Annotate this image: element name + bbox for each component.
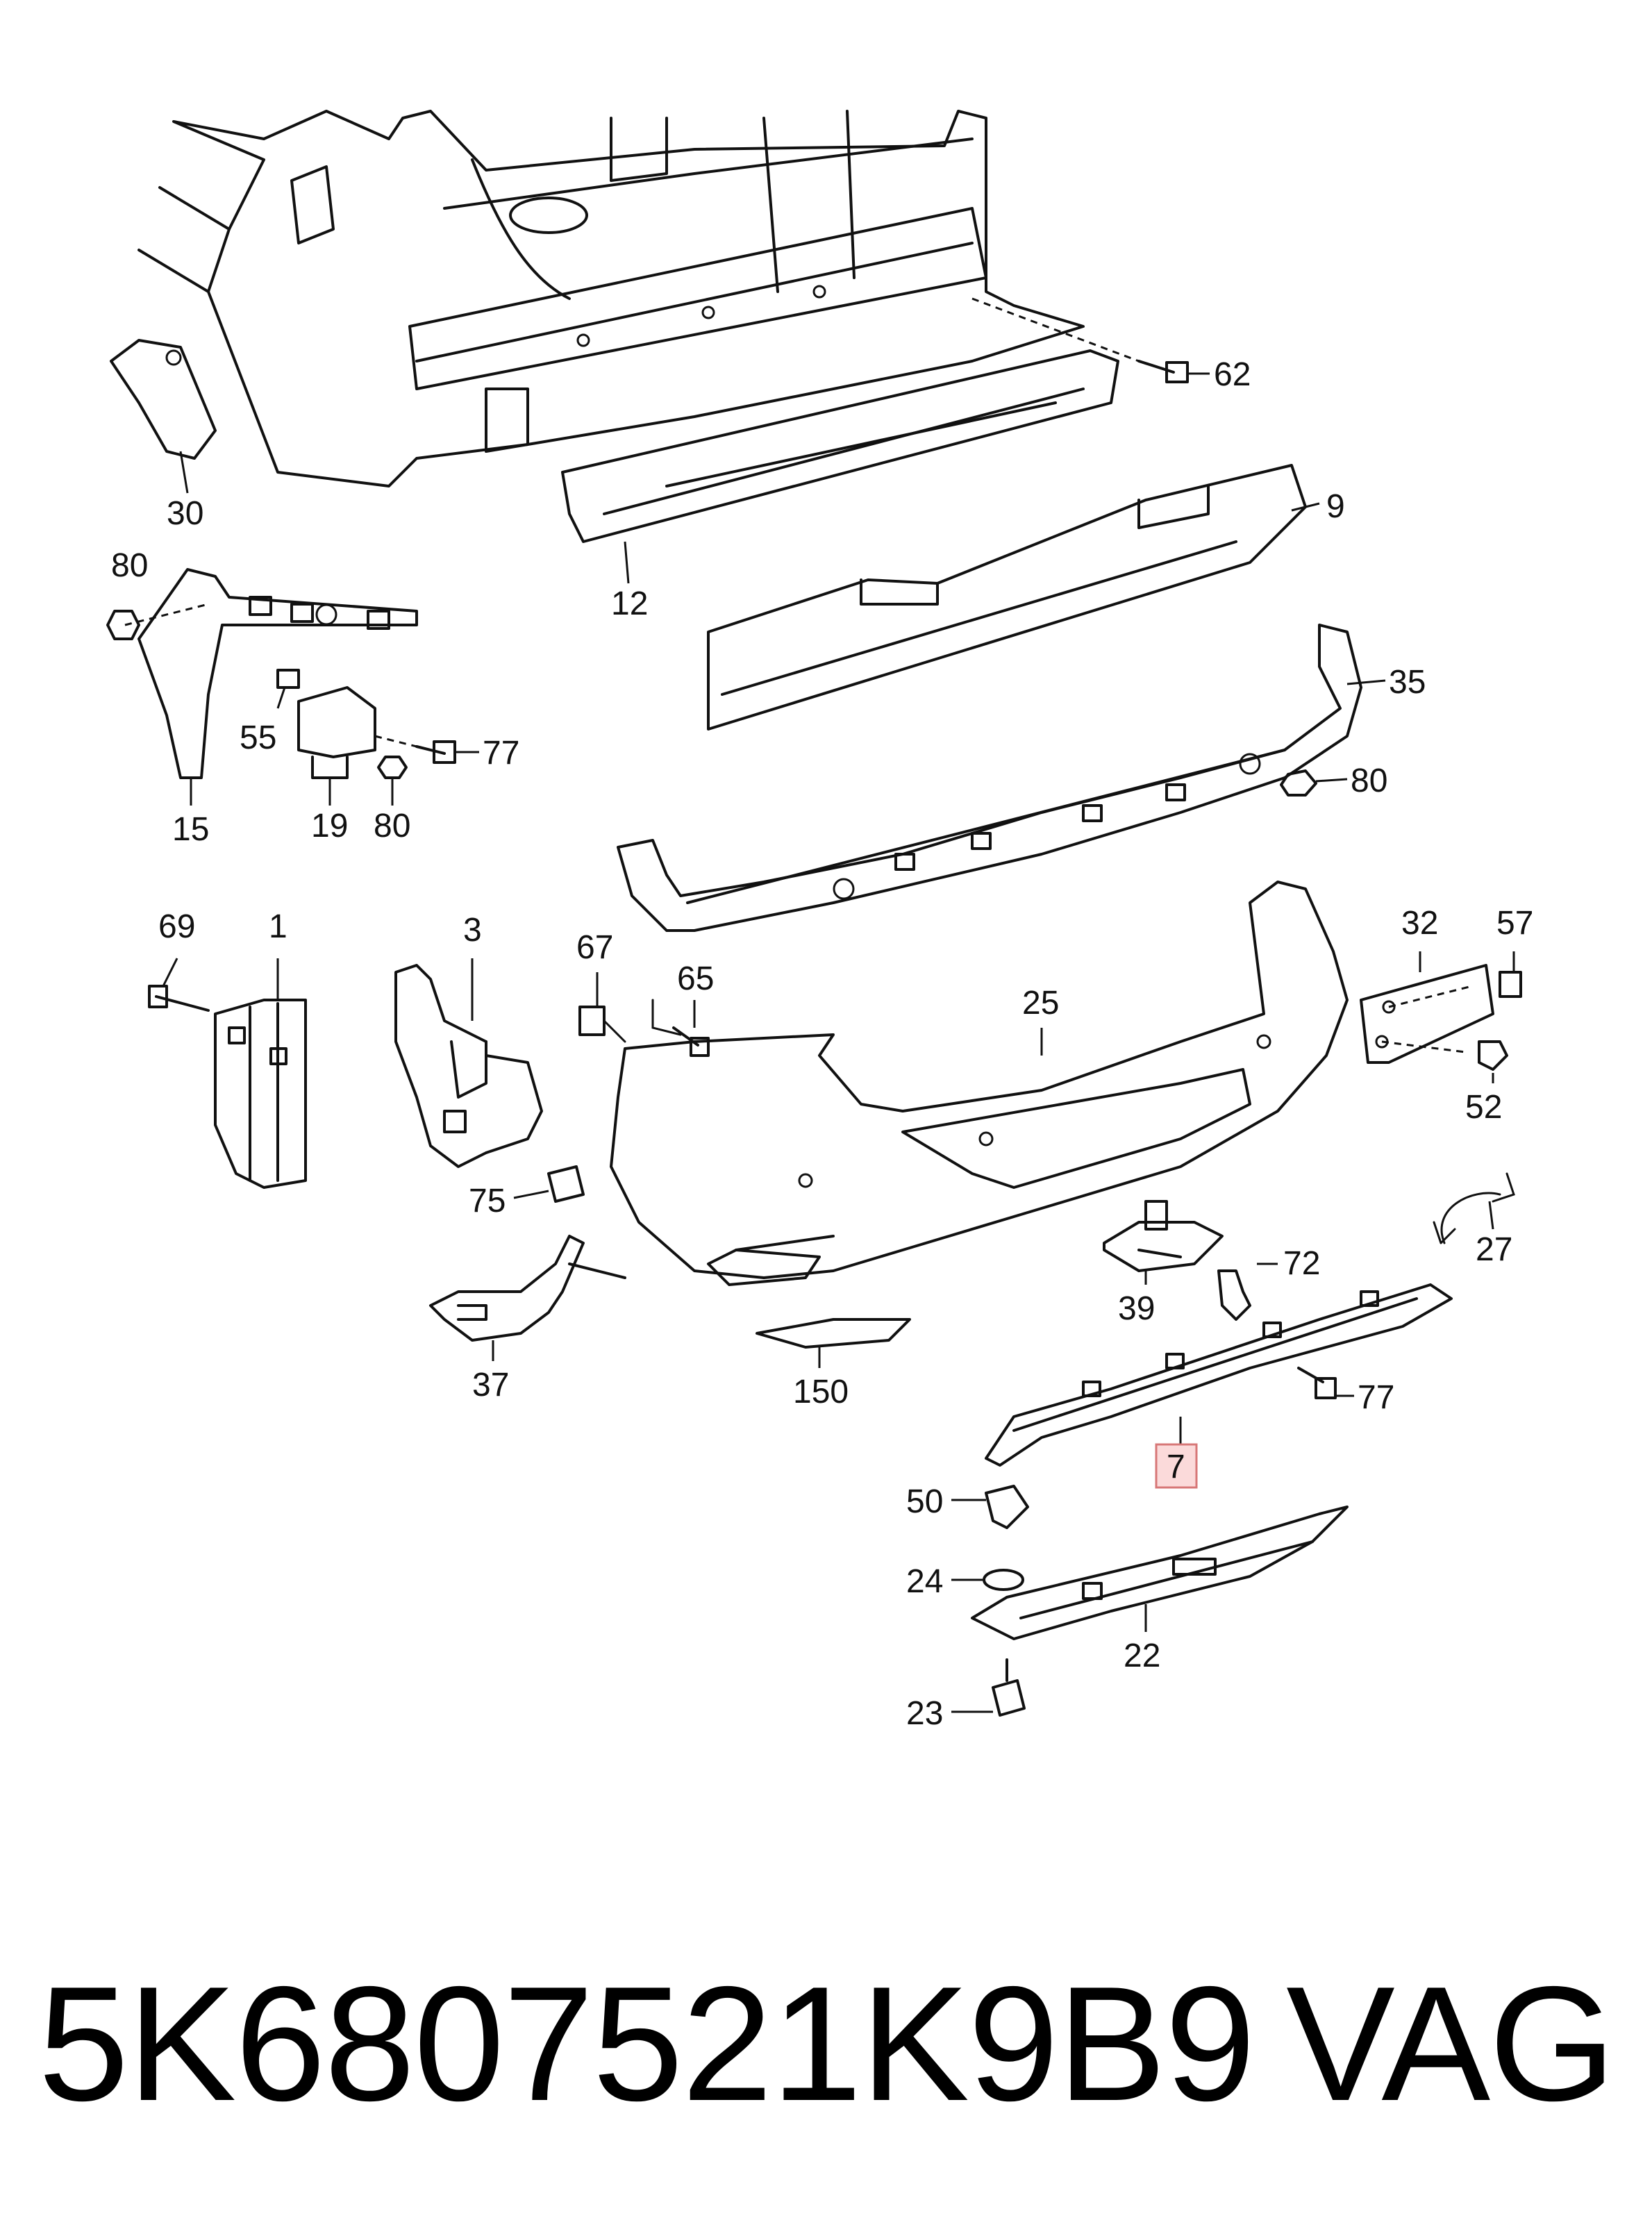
clip-75 (547, 1165, 585, 1203)
part-30-side-bracket (110, 339, 217, 460)
callout-150: 150 (793, 1374, 849, 1410)
part-32-plate (1360, 964, 1494, 1064)
callout-52: 52 (1465, 1089, 1502, 1126)
part-39-bracket (1103, 1200, 1224, 1272)
part-22-lower-trim (971, 1506, 1349, 1640)
part-150-trim (756, 1318, 911, 1349)
callout-80b: 80 (1351, 762, 1387, 799)
part-number-footer: 5K6807521K9B9 VAG (38, 1952, 1616, 2135)
clip-72 (1217, 1269, 1251, 1321)
callout-1: 1 (269, 908, 287, 945)
callout-32: 32 (1401, 905, 1438, 942)
callout-7: 7 (1167, 1449, 1185, 1485)
part-7-trim-strip (985, 1283, 1453, 1467)
part-3-mud-guard (394, 964, 543, 1168)
callout-27: 27 (1476, 1231, 1512, 1268)
brand-name: VAG (1286, 1952, 1616, 2135)
callout-23: 23 (906, 1695, 943, 1732)
callout-57: 57 (1496, 905, 1533, 942)
callout-75: 75 (469, 1183, 506, 1219)
callout-39: 39 (1118, 1290, 1155, 1327)
callout-67: 67 (576, 929, 613, 966)
callout-25: 25 (1022, 985, 1059, 1022)
callout-72: 72 (1283, 1245, 1320, 1282)
callout-77b: 77 (1358, 1379, 1394, 1416)
callout-3: 3 (463, 912, 482, 949)
callout-35: 35 (1389, 664, 1426, 701)
callout-69: 69 (158, 908, 195, 945)
callout-9: 9 (1326, 488, 1345, 525)
callout-55: 55 (240, 719, 276, 756)
part-number: 5K6807521K9B9 (38, 1952, 1255, 2135)
highlight-box-7 (1155, 1443, 1198, 1489)
callout-50: 50 (906, 1483, 943, 1520)
clip-67 (578, 1006, 626, 1043)
rear-body-shell (137, 110, 1140, 487)
callout-30: 30 (167, 495, 203, 532)
callout-80a: 80 (111, 547, 148, 584)
nut-57 (1499, 971, 1522, 998)
clip-52 (1478, 1040, 1508, 1071)
callout-22: 22 (1124, 1637, 1160, 1674)
clip-50 (985, 1485, 1029, 1529)
part-9-absorber (707, 464, 1307, 731)
callout-80c: 80 (374, 808, 410, 844)
callout-37: 37 (472, 1367, 509, 1403)
callout-labels: 62 9 30 12 80 35 55 77 80 15 19 80 69 1 … (111, 356, 1533, 1732)
part-27-arrow (1433, 1172, 1515, 1244)
screw-65 (651, 999, 710, 1057)
nut-80-left (106, 610, 140, 640)
part-1-side-bracket (148, 985, 307, 1189)
rivet-23 (992, 1658, 1026, 1717)
leader-lines (162, 372, 1515, 1713)
callout-19: 19 (311, 808, 348, 844)
callout-15: 15 (172, 811, 209, 848)
part-12-reinforcement (561, 349, 1119, 543)
part-37-bracket (429, 1235, 626, 1342)
screw-62 (1137, 360, 1189, 383)
callout-24: 24 (906, 1563, 943, 1600)
washer-24 (983, 1569, 1024, 1591)
callout-12: 12 (611, 585, 648, 622)
part-15-guide-bracket (124, 568, 418, 779)
part-35-bumper-carrier (617, 624, 1362, 932)
part-19-clip (276, 669, 456, 779)
callout-62: 62 (1214, 356, 1251, 393)
callout-65: 65 (677, 960, 714, 997)
callout-77a: 77 (483, 735, 519, 772)
part-25-bumper-cover (610, 881, 1349, 1286)
